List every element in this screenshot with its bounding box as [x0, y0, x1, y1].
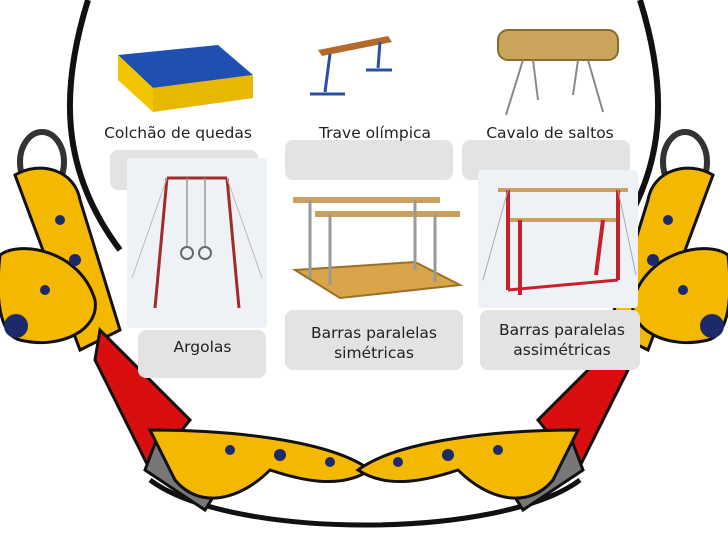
label-parallel-line2: simétricas [334, 344, 414, 362]
card-bg-rings [138, 330, 266, 378]
right-cheetah-arm [355, 166, 728, 513]
label-rings: Argolas [173, 338, 232, 356]
card-bg-uneven [480, 310, 640, 370]
label-beam: Trave olímpica [318, 124, 432, 142]
vault-horse-icon [497, 29, 619, 116]
rings-icon [131, 176, 263, 309]
uneven-bars-photo [478, 170, 638, 308]
label-parallel-line1: Barras paralelas [310, 324, 438, 342]
label-parallel: Barras paralelas simétricas [290, 323, 458, 363]
label-vault: Cavalo de saltos [486, 124, 614, 142]
crash-mat-icon [118, 45, 253, 112]
label-uneven-line1: Barras paralelas [498, 321, 626, 339]
parallel-bars-icon [291, 197, 464, 300]
left-cheetah-arm [0, 166, 373, 513]
balance-beam-icon [310, 36, 392, 96]
rings-photo [127, 158, 267, 328]
card-bg-parallel [285, 310, 463, 370]
label-uneven: Barras paralelas assimétricas [482, 320, 642, 360]
uneven-bars-icon [482, 188, 637, 295]
card-bg-beam [285, 140, 453, 180]
label-mat: Colchão de quedas [104, 124, 252, 142]
label-uneven-line2: assimétricas [513, 341, 611, 359]
